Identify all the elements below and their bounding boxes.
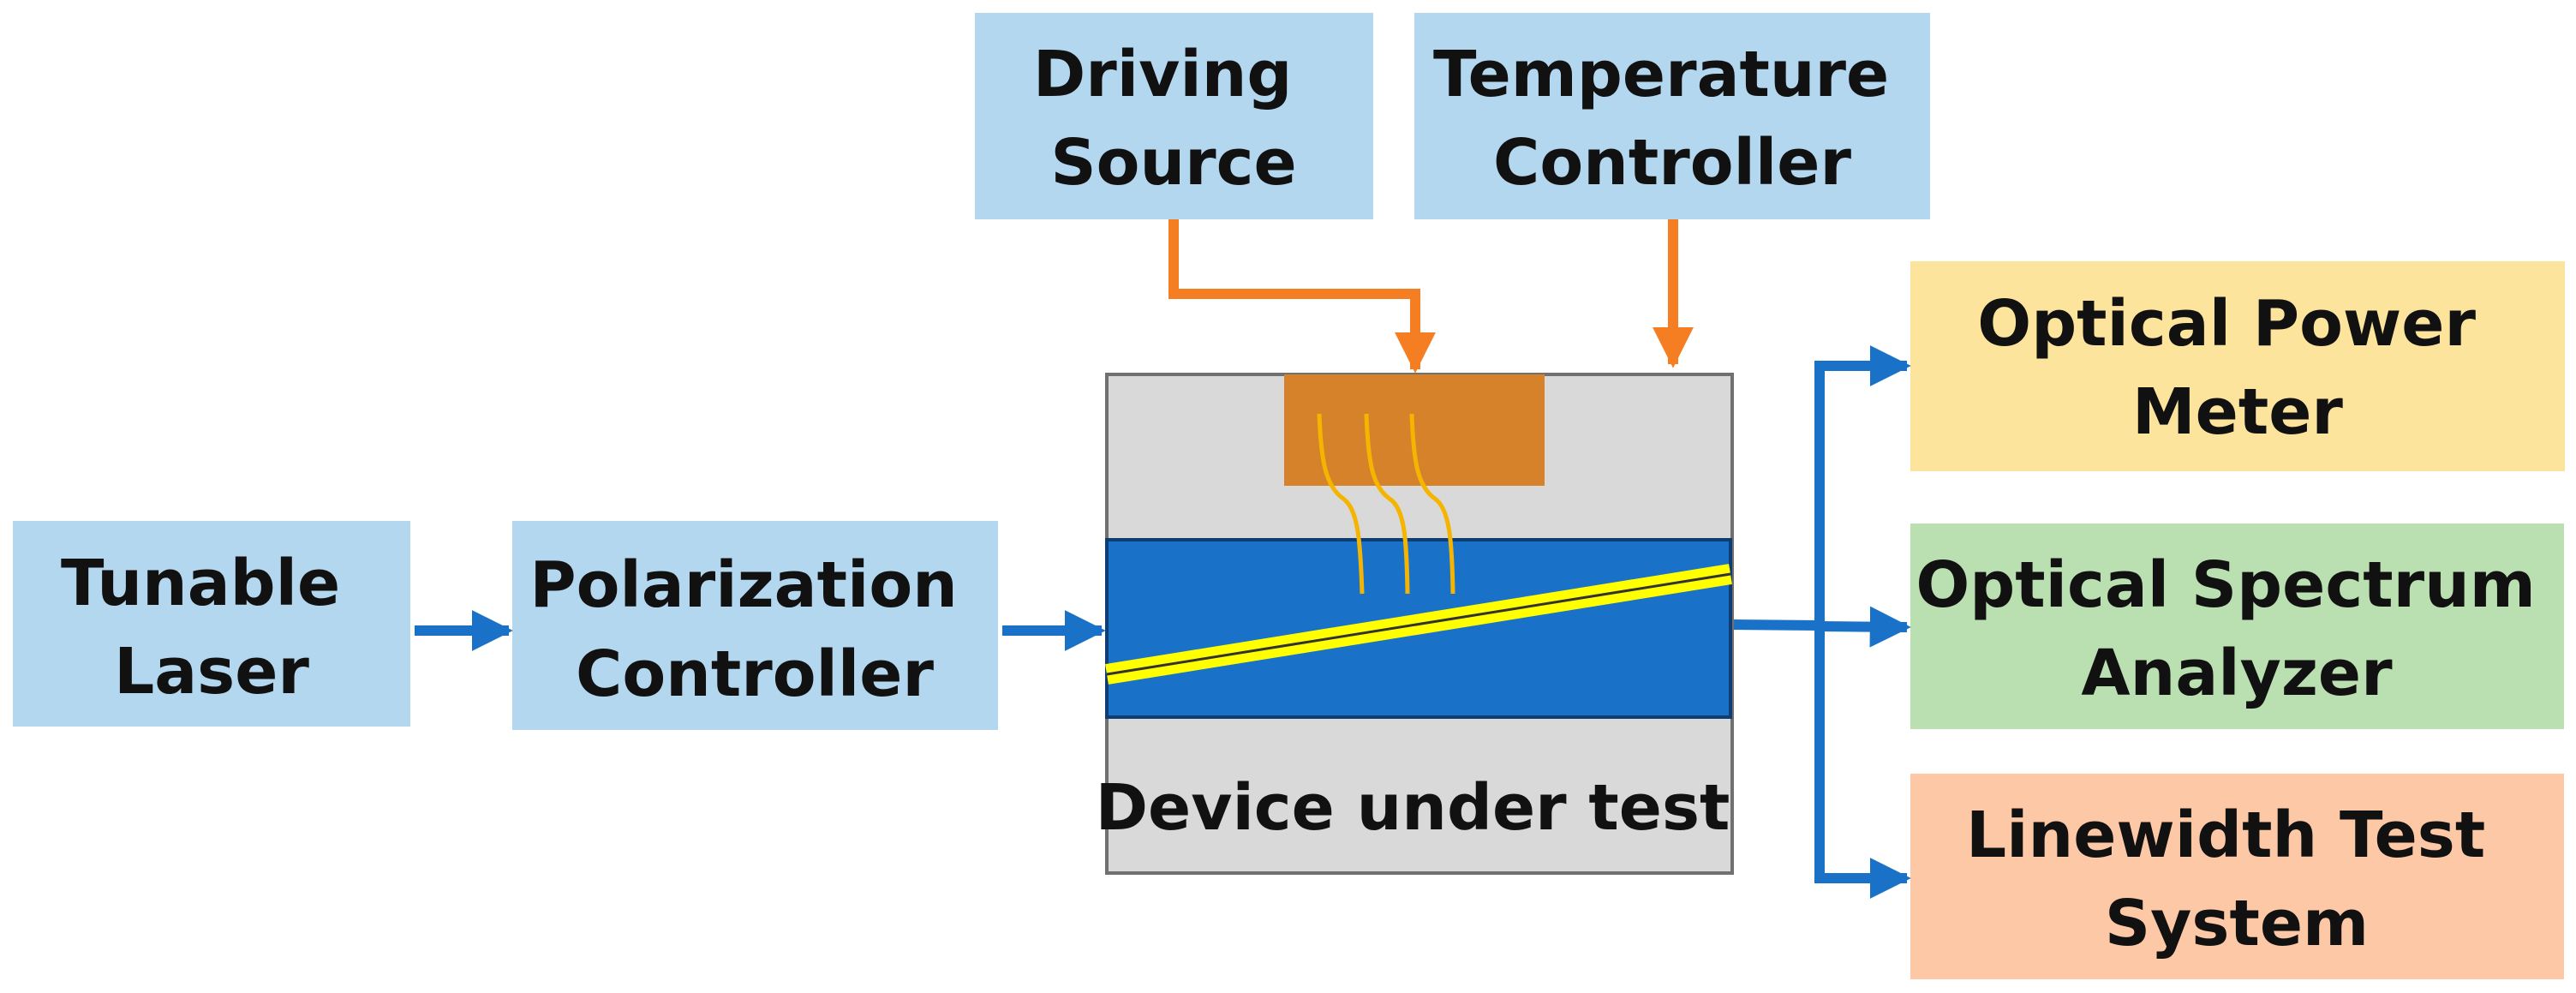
arrow-driving-source-to-heater: [1168, 219, 1436, 374]
driving-source-box: [975, 13, 1373, 219]
tunable-laser-block: Tunable Laser: [13, 521, 410, 727]
optical-power-meter-label-line-2: Meter: [2132, 375, 2343, 449]
polarization-controller-label-line-2: Controller: [576, 637, 934, 711]
polarization-controller-label-line-1: Polarization: [529, 548, 958, 622]
polarization-controller-block: Polarization Controller: [512, 521, 998, 730]
svg-text:Linewidth Test System: Linewidth Test System: [1966, 799, 2507, 960]
svg-text:Optical Power Meter: Optical Power Meter: [1977, 287, 2497, 449]
temperature-controller-block: Temperature Controller: [1414, 13, 1930, 219]
optical-power-meter-label-line-1: Optical Power: [1977, 287, 2476, 361]
svg-text:Optical Spectrum Analyze: Optical Spectrum Analyzer: [1916, 548, 2557, 710]
svg-text:Tunable Laser: Tunable Laser: [61, 547, 362, 709]
optical-path: [415, 345, 1911, 899]
optical-spectrum-analyzer-label-line-2: Analyzer: [2081, 637, 2393, 710]
svg-text:Driving Source: Driving Source: [1033, 38, 1314, 200]
waveguide-center-line: [1106, 572, 1731, 676]
optical-spectrum-analyzer-label-line-1: Optical Spectrum: [1916, 548, 2536, 622]
linewidth-test-system-label-line-2: System: [2105, 887, 2369, 960]
optical-power-meter-block: Optical Power Meter: [1910, 261, 2565, 471]
electrode-wire-2: [1364, 413, 1410, 595]
svg-text:Polarization Controller: Polarization Controller: [529, 548, 979, 711]
electrical-path: [1168, 219, 1694, 374]
linewidth-test-system-label-line-1: Linewidth Test: [1966, 799, 2485, 872]
tunable-laser-label-line-2: Laser: [114, 635, 309, 709]
linewidth-test-system-block: Linewidth Test System: [1910, 774, 2564, 979]
tunable-laser-box: [13, 521, 410, 727]
tunable-laser-label-line-1: Tunable: [61, 547, 340, 620]
driving-source-label-line-1: Driving: [1033, 38, 1293, 111]
svg-text:Temperature Controller: Temperature Controller: [1433, 38, 1911, 200]
arrow-to-optical-spectrum-analyzer: [1819, 606, 1911, 648]
polarization-controller-box: [512, 521, 998, 730]
temperature-controller-label-line-1: Temperature: [1433, 38, 1889, 111]
temperature-controller-box: [1414, 13, 1930, 219]
electrode-wire-1: [1317, 413, 1365, 595]
optical-power-meter-box: [1910, 261, 2565, 471]
optical-spectrum-analyzer-block: Optical Spectrum Analyzer: [1910, 523, 2564, 729]
optical-spectrum-analyzer-box: [1910, 523, 2564, 729]
device-under-test-label: Device under test: [1096, 771, 1730, 845]
temperature-controller-label-line-2: Controller: [1493, 126, 1851, 200]
device-under-test-block: Device under test: [1096, 373, 1734, 875]
driving-source-block: Driving Source: [975, 13, 1373, 219]
driving-source-label-line-2: Source: [1050, 126, 1296, 200]
linewidth-test-system-box: [1910, 774, 2564, 979]
electrode-wire-3: [1409, 413, 1455, 595]
